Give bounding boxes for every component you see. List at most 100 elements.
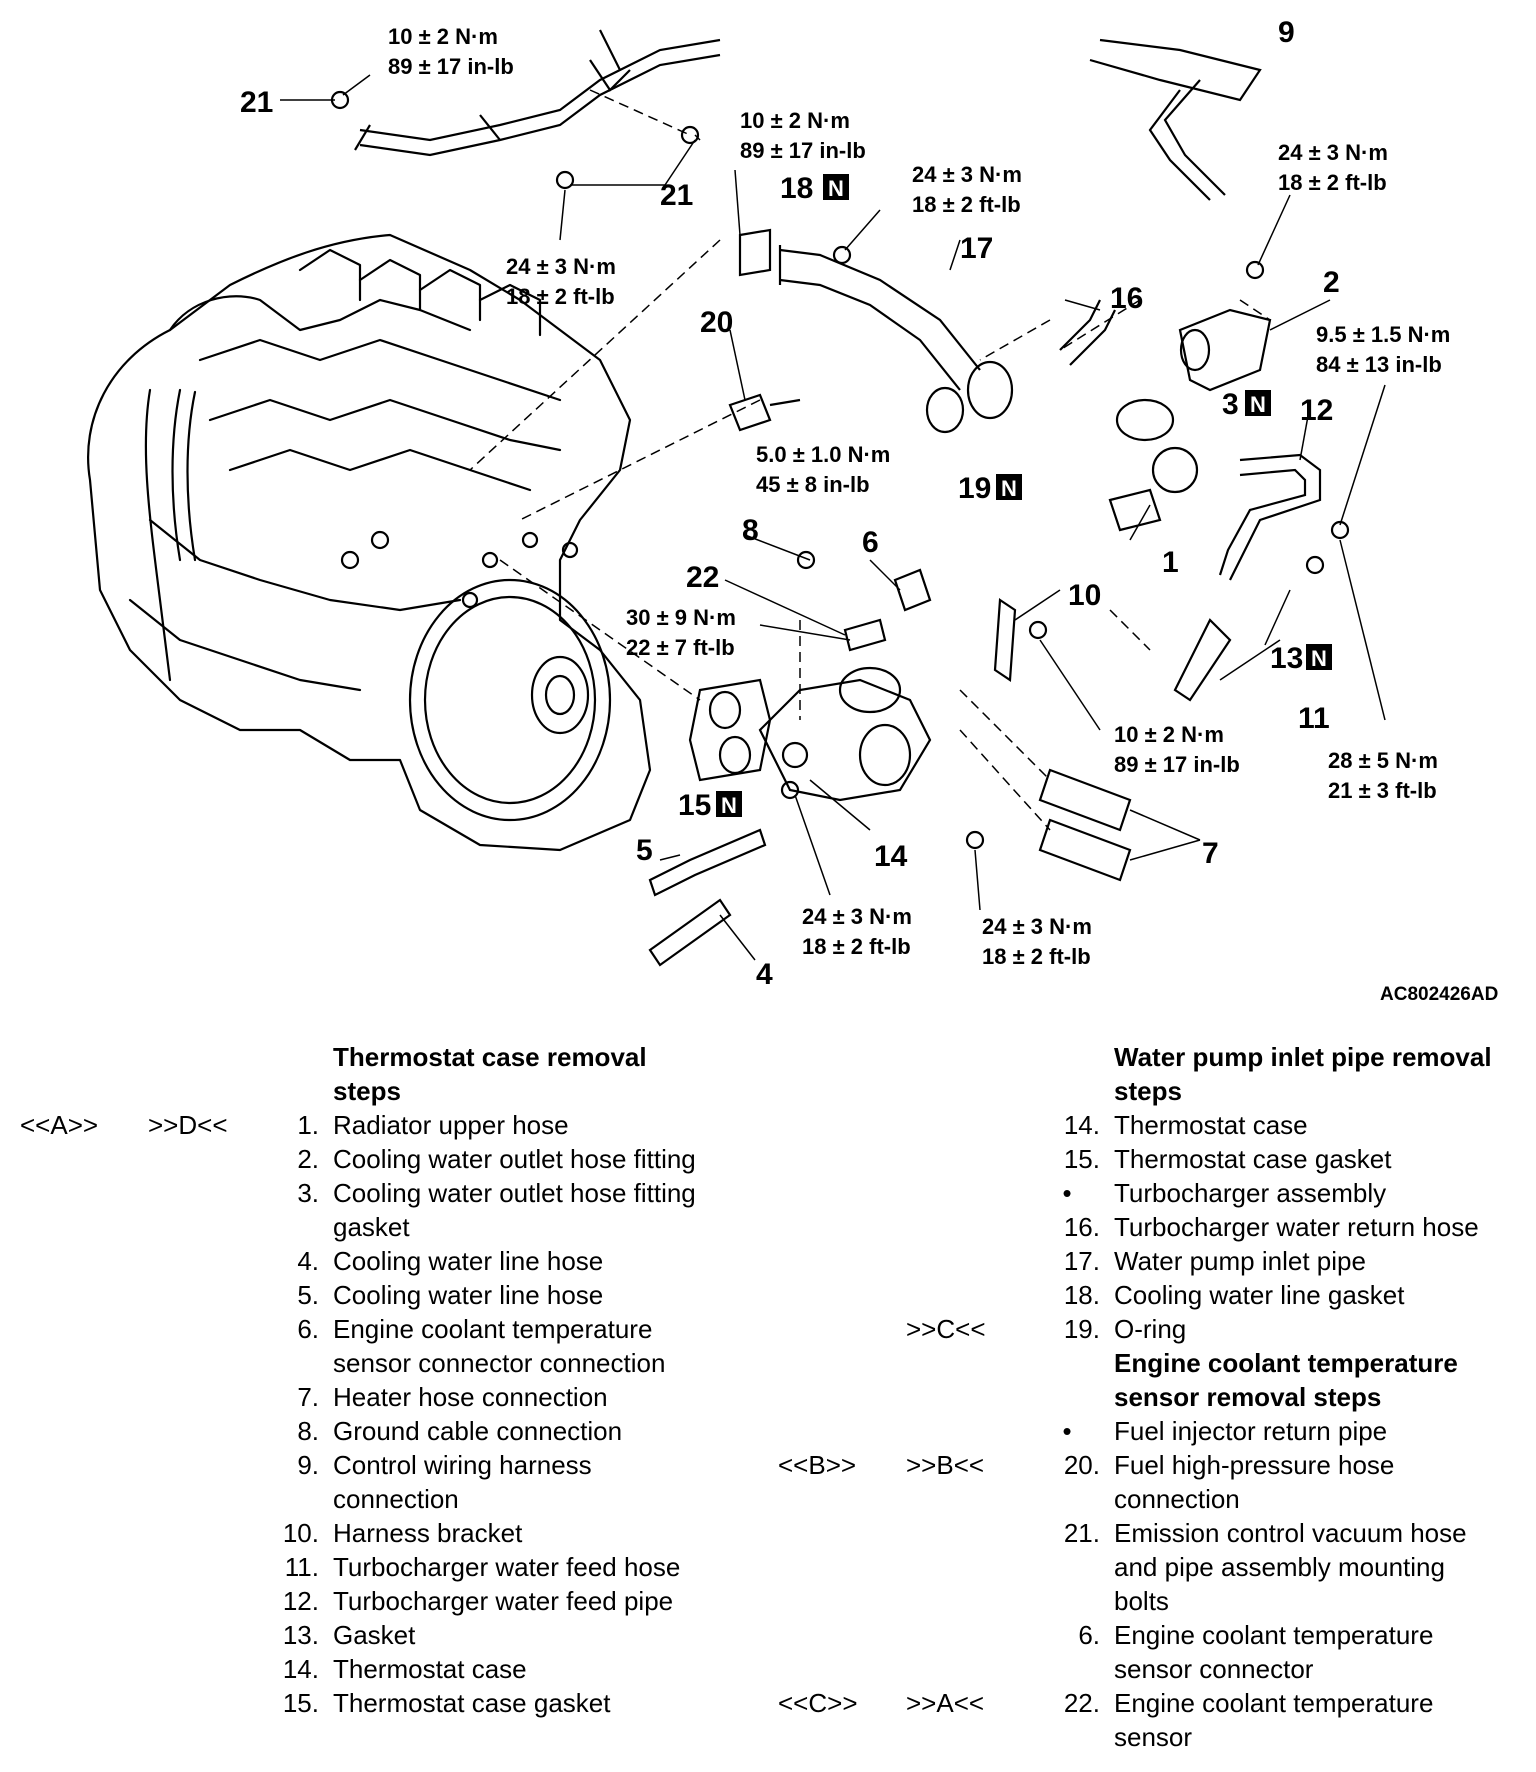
legend-ref-b: [906, 1652, 1034, 1686]
legend-item-number: 4.: [297, 1246, 319, 1276]
legend-item-number: 19.: [1063, 1314, 1100, 1344]
legend-item-text: Thermostat case: [1114, 1110, 1308, 1140]
legend-ref-b: [148, 1210, 253, 1244]
legend-item-number: 13.: [282, 1620, 319, 1650]
legend-item-text: Water pump inlet pipe: [1114, 1246, 1366, 1276]
legend-row: sensor connector: [778, 1652, 1518, 1686]
legend-ref-a: [778, 1108, 906, 1142]
callout-1: 1: [1162, 546, 1179, 579]
legend-item-number: [253, 1210, 333, 1244]
legend-item-number: 21.: [1063, 1518, 1100, 1548]
legend-row: 7.Heater hose connection: [20, 1380, 750, 1414]
legend-ref-b: [148, 1686, 253, 1720]
legend-ref-b: [148, 1346, 253, 1380]
legend-item-text: Engine coolant temperature: [333, 1314, 653, 1344]
legend-item-number: 5.: [297, 1280, 319, 1310]
torque-12-nm: 9.5 ± 1.5 N·m: [1316, 322, 1450, 347]
legend-item-text: Thermostat case gasket: [1114, 1144, 1392, 1174]
callout-8: 8: [742, 514, 759, 547]
legend-row: •Turbocharger assembly: [778, 1176, 1518, 1210]
legend-item-text: Cooling water line gasket: [1114, 1280, 1405, 1310]
legend-item-text: sensor connector connection: [333, 1348, 666, 1378]
legend-ref-a: [778, 1244, 906, 1278]
legend-ref-b: [906, 1550, 1034, 1584]
callout-22: 22: [686, 561, 719, 594]
legend-row: 18.Cooling water line gasket: [778, 1278, 1518, 1312]
torque-21-low-ft: 18 ± 2 ft-lb: [506, 284, 615, 309]
legend-ref-b: [148, 1584, 253, 1618]
torque-specs: 10 ± 2 N·m 89 ± 17 in-lb 10 ± 2 N·m 89 ±…: [388, 24, 1450, 969]
torque-10-nm: 10 ± 2 N·m: [1114, 722, 1224, 747]
legend-ref-b: [906, 1244, 1034, 1278]
legend-row: 8.Ground cable connection: [20, 1414, 750, 1448]
legend-item-text: Cooling water line hose: [333, 1280, 604, 1310]
legend-row: <<B>>>>B<<20.Fuel high-pressure hose: [778, 1448, 1518, 1482]
legend-ref-a: [20, 1142, 148, 1176]
legend-item-text: Emission control vacuum hose: [1114, 1518, 1467, 1548]
legend-item-number: 14.: [1063, 1110, 1100, 1140]
legend-ref-b: [906, 1516, 1034, 1550]
torque-21-top-in: 89 ± 17 in-lb: [388, 54, 514, 79]
callout-21a: 21: [240, 86, 273, 119]
legend-row: <<C>>>>A<<22.Engine coolant temperature: [778, 1686, 1518, 1720]
torque-8-nm: 5.0 ± 1.0 N·m: [756, 442, 890, 467]
legend-ref-a: [778, 1210, 906, 1244]
right-heading2-line2: sensor removal steps: [1114, 1382, 1382, 1412]
legend-row: 14. Thermostat case: [778, 1108, 1518, 1142]
callout-4: 4: [756, 958, 773, 991]
callout-18: 18: [780, 172, 813, 205]
right-items2: •Fuel injector return pipe<<B>>>>B<<20.F…: [778, 1414, 1518, 1754]
callout-labels: 21 21 9 18 17 2 16 20 3 12 19 1 8 6 22 1…: [240, 16, 1340, 991]
torque-14a-nm: 24 ± 3 N·m: [802, 904, 912, 929]
engine-outline: [87, 233, 652, 852]
legend-item-text: Turbocharger water return hose: [1114, 1212, 1479, 1242]
callout-15: 15: [678, 789, 711, 822]
n-mark-19: N: [1001, 476, 1017, 501]
legend-item-number: 10.: [282, 1518, 319, 1548]
legend-ref-b: [148, 1278, 253, 1312]
callout-2: 2: [1323, 266, 1340, 299]
callout-7: 7: [1202, 837, 1219, 870]
legend-item-text: Turbocharger water feed hose: [333, 1552, 681, 1582]
legend-item-number: 16.: [1063, 1212, 1100, 1242]
legend-ref-a: [778, 1584, 906, 1618]
legend-ref-b: [148, 1142, 253, 1176]
callout-16: 16: [1110, 282, 1143, 315]
legend-row: 16. Turbocharger water return hose: [778, 1210, 1518, 1244]
legend-item-number: 2.: [297, 1144, 319, 1174]
legend-row: 6.Engine coolant temperature: [20, 1312, 750, 1346]
legend-item-text: and pipe assembly mounting: [1114, 1552, 1445, 1582]
legend-ref-a: [778, 1516, 906, 1550]
legend-row: <<A>>>>D<<1.Radiator upper hose: [20, 1108, 750, 1142]
legend-ref-b: >>D<<: [148, 1110, 228, 1140]
legend-ref-b: [906, 1618, 1034, 1652]
legend-ref-b: >>B<<: [906, 1450, 985, 1480]
legend-row: 13.Gasket: [20, 1618, 750, 1652]
legend-ref-a: [20, 1210, 148, 1244]
legend-row: 11.Turbocharger water feed hose: [20, 1550, 750, 1584]
legend-ref-a: [20, 1686, 148, 1720]
legend-ref-a: [20, 1380, 148, 1414]
legend-item-text: gasket: [333, 1212, 410, 1242]
torque-17-nm: 24 ± 3 N·m: [912, 162, 1022, 187]
legend-row: •Fuel injector return pipe: [778, 1414, 1518, 1448]
legend-item-number: [1034, 1482, 1114, 1516]
figure-code: AC802426AD: [1380, 984, 1498, 1000]
legend-ref-a: [778, 1414, 906, 1448]
legend-item-number: [1034, 1584, 1114, 1618]
legend-item-number: 15.: [1063, 1144, 1100, 1174]
legend-item-text: Engine coolant temperature: [1114, 1688, 1434, 1718]
legend-ref-b: [148, 1448, 253, 1482]
callout-21b: 21: [660, 179, 693, 212]
legend-item-number: [253, 1346, 333, 1380]
right-items: 14. Thermostat case 15. Thermostat case gas…: [778, 1108, 1518, 1346]
callout-19: 19: [958, 472, 991, 505]
legend-item-text: bolts: [1114, 1586, 1169, 1616]
legend-ref-a: [20, 1346, 148, 1380]
legend-row: connection: [778, 1482, 1518, 1516]
legend-ref-a: [20, 1448, 148, 1482]
legend-item-number: 15.: [282, 1688, 319, 1718]
legend-item-text: O-ring: [1114, 1314, 1187, 1344]
callout-3: 3: [1222, 388, 1239, 421]
legend-item-text: Radiator upper hose: [333, 1110, 569, 1140]
